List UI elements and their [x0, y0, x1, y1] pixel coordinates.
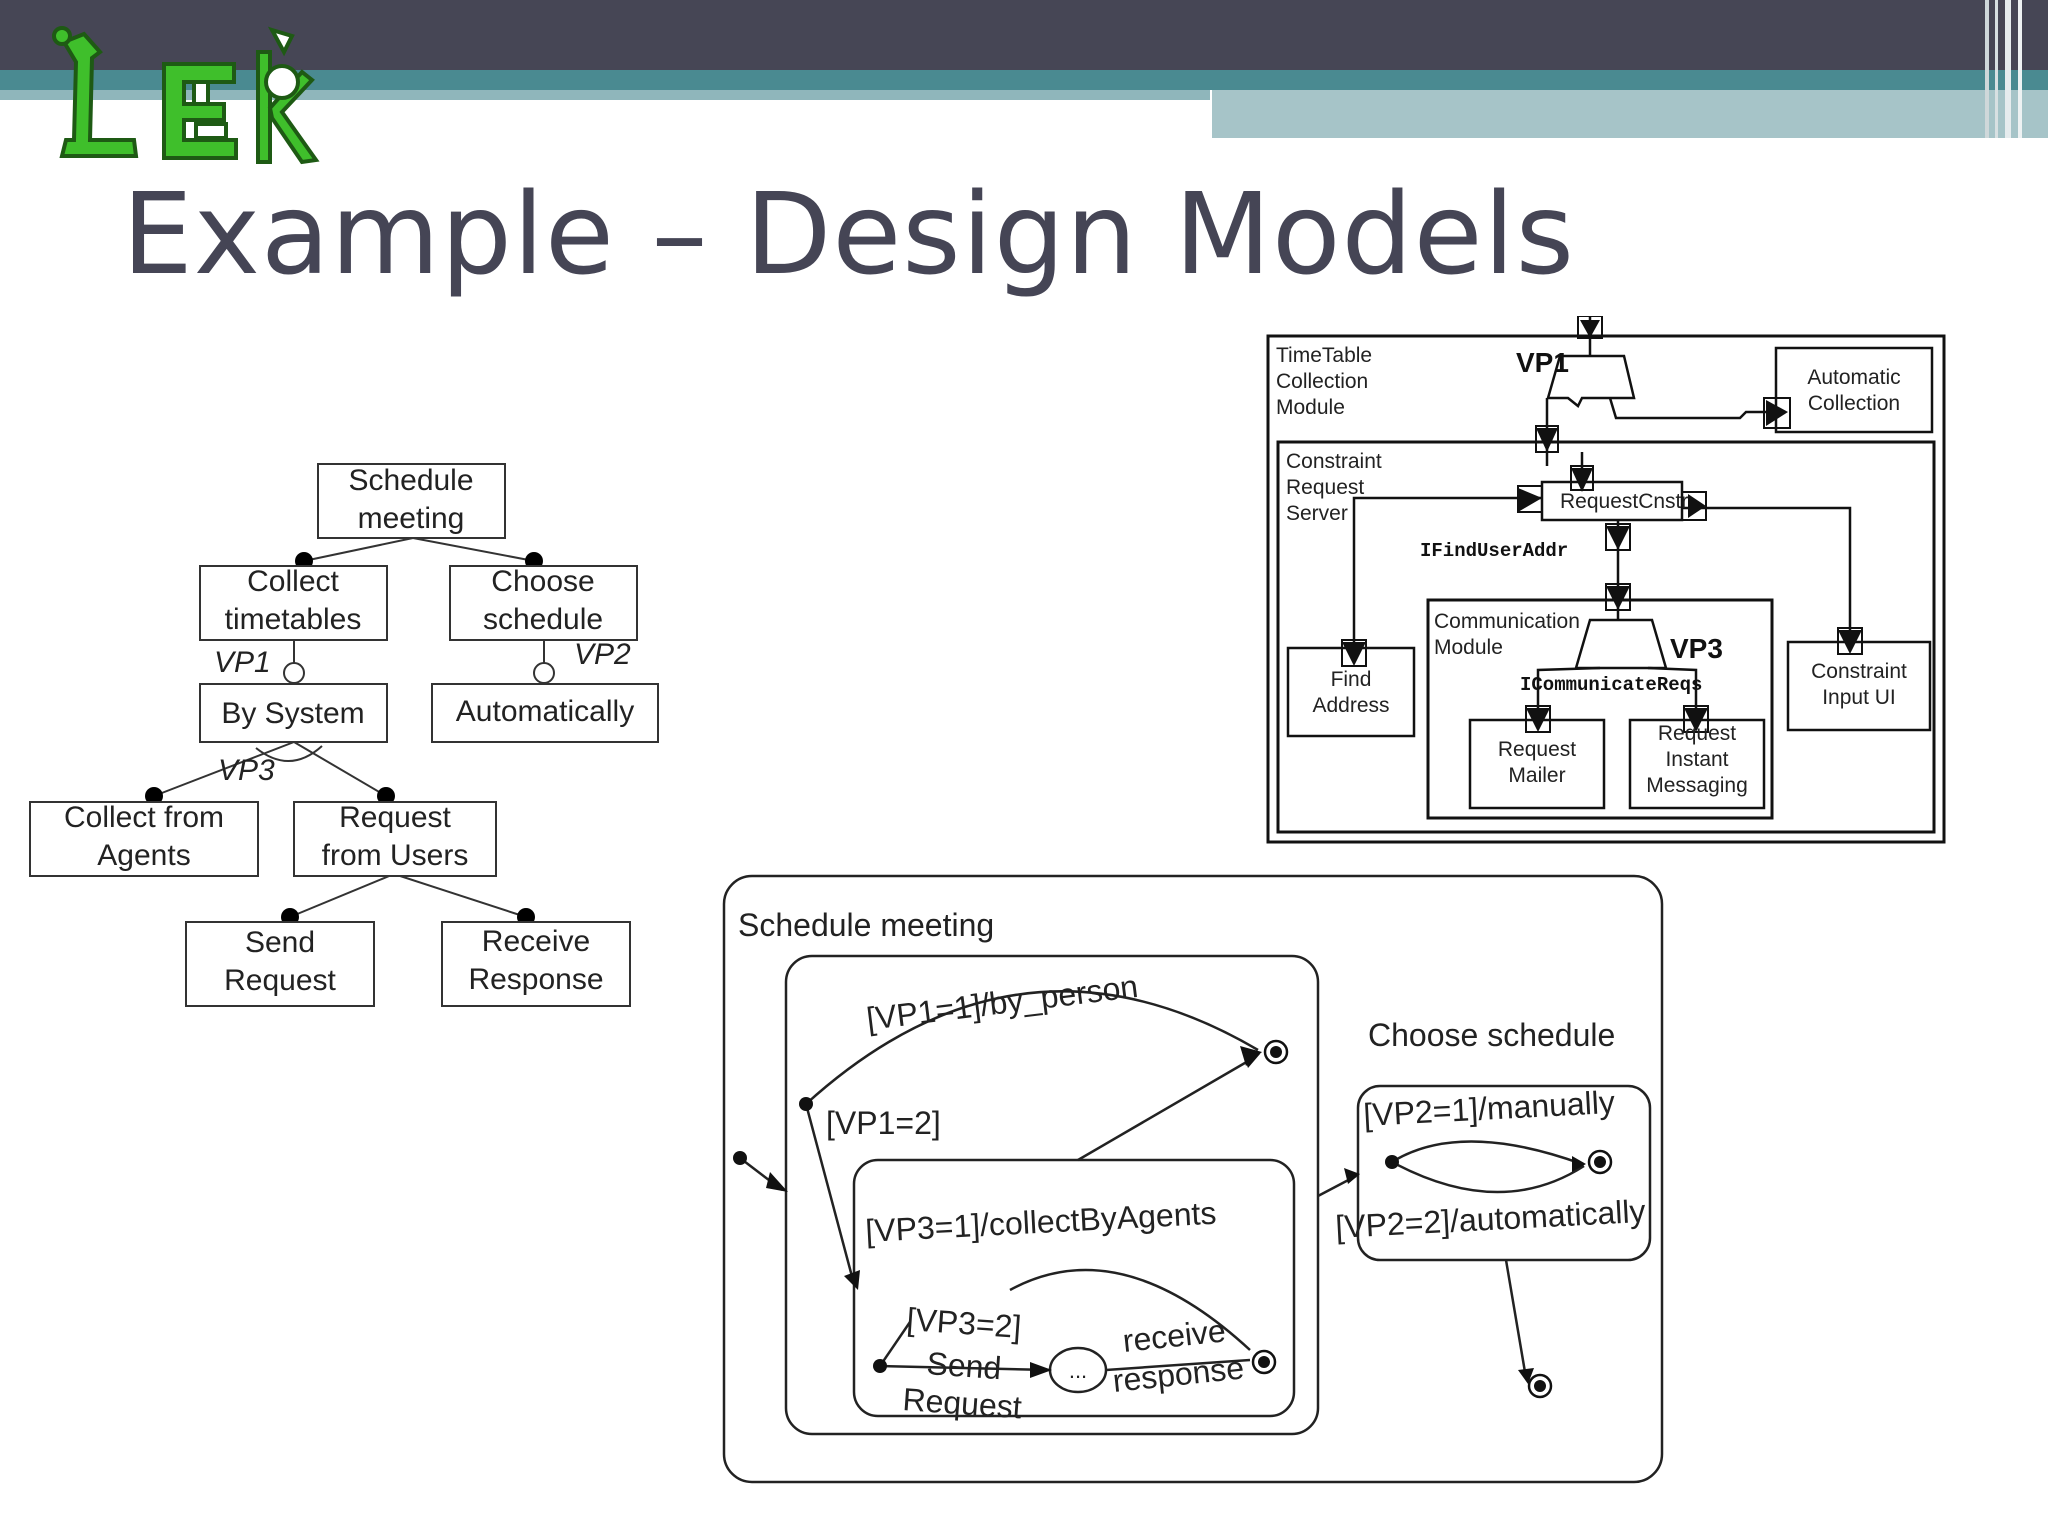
- vp2-label: VP2: [574, 638, 631, 671]
- label-request-instant: Instant: [1665, 748, 1728, 771]
- label-vp1-by-person: [VP1=1]/by_person: [864, 968, 1139, 1037]
- node-choose-schedule: [449, 565, 638, 641]
- state-request-from-users: [852, 1158, 1296, 1418]
- box-automatic-collection: [1774, 346, 1934, 434]
- logo-letter-l: [52, 26, 139, 158]
- node-label: Request: [224, 964, 336, 997]
- node-collect-timetables: [199, 565, 388, 641]
- node-label: Request: [339, 801, 451, 834]
- label-vp2-automatically: [VP2=2]/automatically: [1334, 1193, 1646, 1245]
- vp3-label: VP3: [218, 754, 275, 787]
- label-ellipsis: ...: [1069, 1358, 1087, 1383]
- lek-logo: [52, 26, 320, 165]
- label-timetable-module: Module: [1276, 396, 1345, 419]
- state-choose-schedule: [1356, 1084, 1652, 1262]
- label-communication-module: Communication: [1434, 610, 1580, 633]
- label-timetable-module: Collection: [1276, 370, 1368, 393]
- label-automatic-collection: Collection: [1808, 392, 1900, 415]
- slide-title: Example – Design Models: [122, 170, 1576, 300]
- vp1-label: VP1: [214, 646, 271, 679]
- node-label: Send: [245, 926, 315, 959]
- box-request-mailer: [1468, 718, 1606, 810]
- header-banner: [0, 0, 2048, 138]
- label-send-request: Request: [902, 1381, 1024, 1425]
- node-label: Schedule: [348, 464, 473, 497]
- vp3-trapezoid: [1574, 618, 1668, 670]
- node-collect-from-agents: [29, 801, 259, 877]
- node-request-from-users: [293, 801, 497, 877]
- final-state-icon: [1587, 1149, 1613, 1175]
- logo-letter-k: [256, 26, 320, 165]
- node-schedule-meeting: [317, 463, 506, 539]
- label-send-request: Send: [926, 1345, 1003, 1386]
- label-vp3: VP3: [1670, 633, 1723, 664]
- label-constraint-server: Constraint: [1286, 450, 1382, 473]
- node-label: Automatically: [456, 695, 634, 728]
- node-label: Choose: [491, 565, 594, 598]
- node-automatically: [431, 683, 659, 743]
- label-vp1-2: [VP1=2]: [826, 1105, 941, 1141]
- label-constraint-server: Server: [1286, 502, 1348, 525]
- vp1-trapezoid: [1546, 354, 1636, 408]
- component-model-diagram: TimeTable Collection Module Constraint R…: [1266, 316, 1946, 844]
- label-find-address: Find: [1331, 668, 1372, 691]
- node-receive-response: [441, 921, 631, 1007]
- label-automatic-collection: Automatic: [1807, 366, 1900, 389]
- label-find-address: Address: [1312, 694, 1389, 717]
- label-vp3-2: [VP3=2]: [906, 1301, 1023, 1345]
- node-label: schedule: [483, 603, 603, 636]
- label-constraint-input: Input UI: [1822, 686, 1896, 709]
- label-ifind-user-addr: IFindUserAddr: [1420, 540, 1568, 562]
- node-label: Receive: [482, 925, 590, 958]
- box-request-instant: [1628, 718, 1766, 810]
- node-send-request: [185, 921, 375, 1007]
- label-constraint-server: Request: [1286, 476, 1364, 499]
- node-label: By System: [221, 697, 364, 730]
- node-label: Response: [468, 963, 603, 996]
- label-constraint-input: Constraint: [1811, 660, 1907, 683]
- node-label: Agents: [97, 839, 190, 872]
- final-state-icon: [1527, 1373, 1553, 1399]
- label-schedule-meeting: Schedule meeting: [738, 907, 994, 943]
- label-communication-module: Module: [1434, 636, 1503, 659]
- final-state-icon: [1251, 1349, 1277, 1375]
- node-label: Collect: [247, 565, 339, 598]
- label-vp2-manually: [VP2=1]/manually: [1362, 1084, 1615, 1133]
- label-request-mailer: Mailer: [1508, 764, 1565, 787]
- label-vp3-collect: [VP3=1]/collectByAgents: [864, 1195, 1217, 1249]
- label-request-mailer: Request: [1498, 738, 1576, 761]
- label-icommunicate-reqs: ICommunicateReqs: [1520, 674, 1702, 696]
- state-schedule-meeting-outer: [722, 874, 1664, 1484]
- node-by-system: [199, 683, 388, 743]
- label-vp1: VP1: [1516, 347, 1569, 378]
- final-state-icon: [1263, 1039, 1289, 1065]
- node-label: timetables: [225, 603, 362, 636]
- box-find-address: [1286, 646, 1416, 738]
- logo-letter-e: [162, 62, 238, 160]
- node-label: Collect from: [64, 801, 224, 834]
- label-request-instant: Messaging: [1646, 774, 1748, 797]
- label-timetable-module: TimeTable: [1276, 344, 1372, 367]
- node-label: meeting: [358, 502, 465, 535]
- box-request-cnstr: [1540, 480, 1684, 522]
- box-constraint-input: [1786, 640, 1932, 732]
- feature-model-diagram: Schedule meeting Collect timetables Choo…: [29, 463, 659, 1007]
- label-choose-schedule: Choose schedule: [1368, 1017, 1615, 1053]
- label-request-instant: Request: [1658, 722, 1736, 745]
- statechart-diagram: Schedule meeting [VP1=1]/by_person [VP1=…: [722, 874, 1664, 1484]
- node-label: from Users: [322, 839, 469, 872]
- label-request-cnstr: RequestCnstr: [1560, 490, 1688, 513]
